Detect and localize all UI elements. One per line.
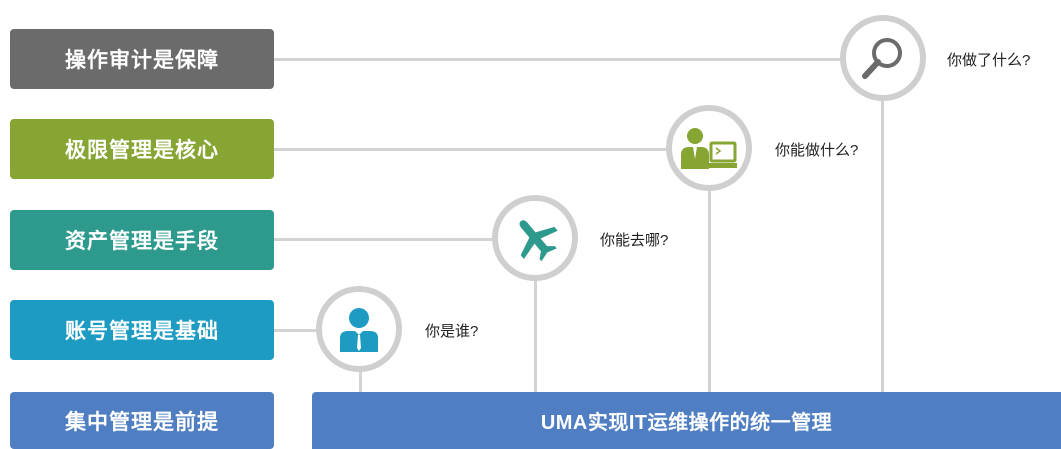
question-audit: 你做了什么? [947,52,1031,69]
circle-permission [666,105,752,191]
label-asset: 资产管理是手段 [10,210,274,270]
label-permission: 极限管理是核心 [10,119,274,179]
question-account: 你是谁? [425,323,479,340]
user-tie-icon [340,308,378,352]
question-permission: 你能做什么? [775,142,859,159]
user-computer-icon [681,128,737,169]
label-central: 集中管理是前提 [10,392,274,449]
connector-audit [274,58,847,61]
airplane-icon [519,220,558,262]
uma-bottom-bar: UMA实现IT运维操作的统一管理 [312,392,1061,449]
label-account: 账号管理是基础 [10,300,274,360]
question-asset: 你能去哪? [600,232,669,249]
magnifier-icon [862,38,902,79]
connector-audit-vertical [881,100,884,392]
connector-account [274,329,322,332]
connector-permission [274,148,671,151]
connector-asset [274,238,496,241]
circle-audit [840,15,926,101]
circle-asset [492,195,578,281]
connector-permission-vertical [708,190,711,392]
connector-account-vertical [359,371,362,392]
circle-account [316,286,402,372]
connector-asset-vertical [534,280,537,392]
label-audit: 操作审计是保障 [10,29,274,89]
